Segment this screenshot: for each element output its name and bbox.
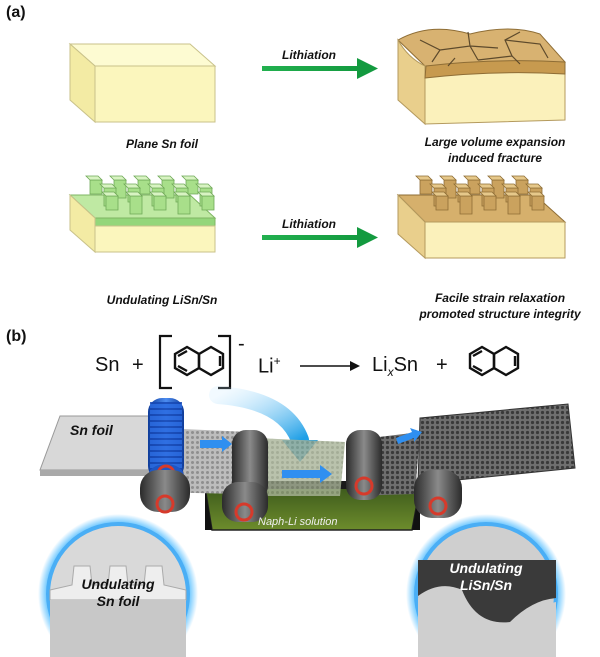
- roller-4: [414, 470, 462, 518]
- equation-charge: -: [238, 333, 245, 355]
- green-pillar-top: [101, 191, 119, 197]
- naphthalene-icon: [173, 345, 225, 377]
- brown-pillar-top: [527, 191, 545, 197]
- zoom-circle-lisn-sn: [406, 514, 566, 657]
- brown-pillar-top: [503, 191, 521, 197]
- brown-pillar-top: [479, 191, 497, 197]
- arrow-label-lithiation-1: Lithiation: [282, 48, 336, 62]
- green-pillar: [105, 195, 119, 211]
- brown-pillar-top: [501, 183, 519, 189]
- roller-lower-left: [140, 470, 190, 514]
- green-pillar-top: [109, 175, 127, 181]
- caption-undulating-lisn-sn: Undulating LiSn/Sn: [106, 293, 218, 307]
- brown-pillar-top: [477, 183, 495, 189]
- brown-pillar: [435, 195, 449, 211]
- brown-pillar-top: [439, 175, 457, 181]
- naphthalene-product-icon: [468, 345, 520, 377]
- brown-pillar-top: [429, 183, 447, 189]
- lithiation-arrow-2: [262, 227, 378, 248]
- caption-promoted-structure-integrity: promoted structure integrity: [419, 307, 581, 321]
- green-pillar-top: [181, 175, 199, 181]
- green-pillar-top: [171, 183, 189, 189]
- undulating-lisn-sn-block: [68, 175, 217, 254]
- green-pillar-top: [99, 183, 117, 189]
- equation-li-cation: Li+: [258, 354, 281, 378]
- panel-label-a: (a): [6, 4, 26, 21]
- brown-pillar-top: [453, 183, 471, 189]
- green-pillar: [201, 195, 215, 211]
- reaction-arrow: [300, 361, 360, 371]
- green-pillar-top: [173, 191, 191, 197]
- expanded-undulating-block: [396, 175, 567, 260]
- caption-large-volume-expansion: Large volume expansion: [424, 135, 566, 149]
- green-pillar-top: [147, 183, 165, 189]
- brown-pillar-top: [463, 175, 481, 181]
- brown-pillar-top: [455, 191, 473, 197]
- brown-pillar: [507, 195, 521, 215]
- caption-plane-sn-foil: Plane Sn foil: [125, 137, 198, 151]
- green-pillar-top: [123, 183, 141, 189]
- green-pillar: [177, 195, 191, 215]
- zoom-circle-sn-foil: [38, 514, 198, 657]
- caption-induced-fracture: induced fracture: [447, 151, 543, 165]
- green-pillar-top: [195, 183, 213, 189]
- green-pillar: [153, 195, 167, 211]
- brown-pillar-top: [415, 175, 433, 181]
- brown-pillar-top: [431, 191, 449, 197]
- brown-pillar-top: [487, 175, 505, 181]
- green-pillar-top: [149, 191, 167, 197]
- brown-pillar: [419, 179, 433, 195]
- panel-label-b: (b): [6, 328, 27, 345]
- brown-pillar: [459, 195, 473, 215]
- green-pillar-top: [197, 191, 215, 197]
- green-pillar-top: [125, 191, 143, 197]
- brown-pillar-top: [511, 175, 529, 181]
- naph-li-solution-label: Naph-Li solution: [258, 516, 338, 528]
- roller-3: [346, 430, 382, 500]
- fractured-expanded-block: [397, 28, 566, 126]
- motion-arrows: [200, 428, 422, 483]
- equation-lixsn: LixSn: [372, 354, 419, 379]
- brown-pillar: [483, 195, 497, 211]
- brown-pillar: [531, 195, 545, 211]
- green-pillar-top: [157, 175, 175, 181]
- plane-sn-foil-block: [68, 42, 217, 124]
- lithiation-arrow-1: [262, 58, 378, 79]
- green-pillar-top: [133, 175, 151, 181]
- arrow-label-lithiation-2: Lithiation: [282, 217, 336, 231]
- roller-2: [222, 430, 268, 522]
- brown-pillar-top: [525, 183, 543, 189]
- equation-plus-2: +: [436, 354, 448, 376]
- green-pillar-top: [85, 175, 103, 181]
- equation-plus-1: +: [132, 354, 144, 376]
- sn-foil-strip: [39, 415, 161, 476]
- green-pillar: [89, 179, 103, 195]
- equation-sn: Sn: [95, 354, 120, 376]
- green-pillar: [129, 195, 143, 215]
- caption-facile-strain-relaxation: Facile strain relaxation: [434, 291, 566, 305]
- sn-foil-label: Sn foil: [70, 422, 113, 438]
